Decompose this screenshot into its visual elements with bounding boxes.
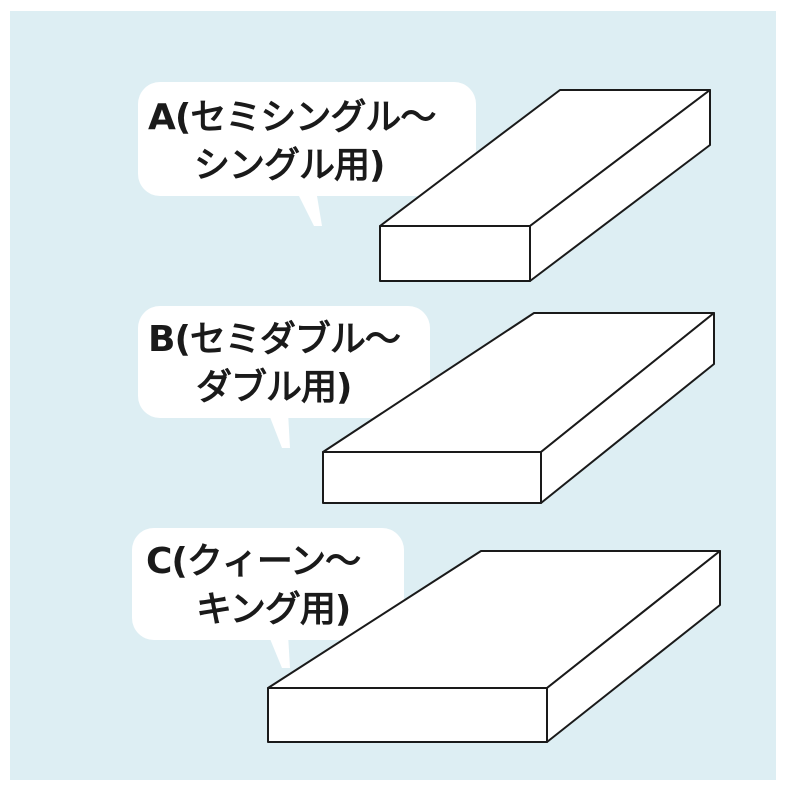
label-b-line2: ダブル用): [196, 367, 352, 408]
mattress-c-front: [267, 687, 548, 743]
mattress-b-front: [322, 451, 542, 504]
speech-bubble-b: [138, 306, 430, 448]
label-c-line1: C(クィーン〜: [146, 541, 361, 582]
mattress-b: [322, 312, 715, 504]
label-c-line2: キング用): [196, 589, 351, 630]
mattress-a: [379, 89, 711, 282]
mattress-c: [267, 550, 721, 743]
label-b-line1: B(セミダブル〜: [148, 319, 401, 360]
label-a-line1: A(セミシングル〜: [148, 97, 436, 138]
mattress-a-front: [379, 225, 531, 282]
speech-bubble-a: [138, 82, 476, 226]
speech-bubble-c: [132, 528, 404, 668]
mattress-b-side: [540, 312, 715, 504]
label-a-line2: シングル用): [194, 145, 385, 186]
mattress-a-side: [529, 89, 711, 282]
mattress-c-side: [546, 550, 721, 743]
